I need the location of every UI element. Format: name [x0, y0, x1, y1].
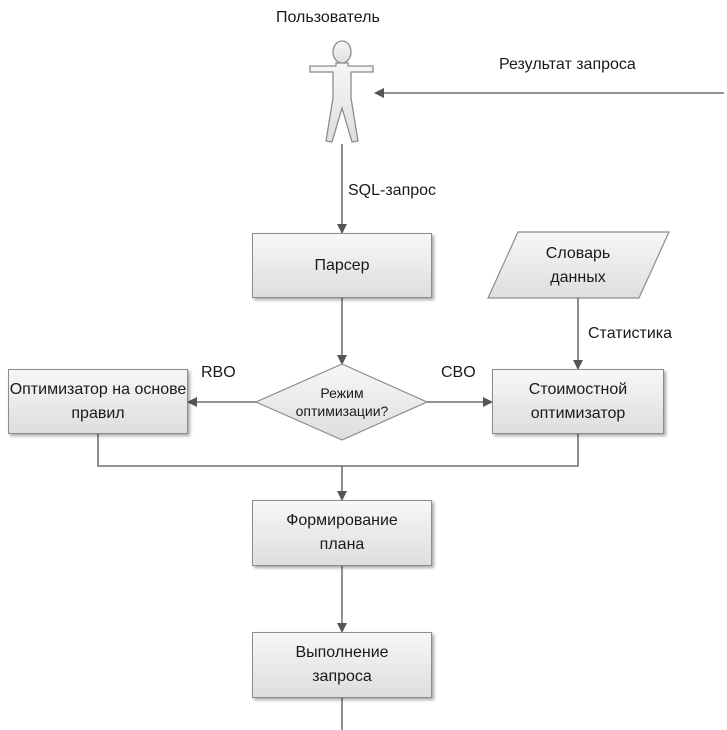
cbo-optimizer-label: Стоимостной оптимизатор: [528, 380, 628, 422]
result-label: Результат запроса: [499, 56, 636, 73]
cbo-label: CBO: [441, 364, 476, 381]
sql-label: SQL-запрос: [348, 182, 437, 199]
mode-decision-diamond: [254, 363, 429, 441]
dictionary-label: Словарь данных: [545, 245, 611, 286]
user-icon: [309, 40, 374, 143]
cbo-optimizer-node: Стоимостной оптимизатор: [492, 369, 664, 434]
parser-label: Парсер: [314, 256, 370, 274]
plan-label: Формирование плана: [286, 512, 398, 553]
merge-line: [97, 434, 579, 467]
dictionary-parallelogram: [487, 231, 670, 299]
stats-label: Статистика: [588, 325, 673, 342]
plan-node: Формирование плана: [252, 500, 432, 566]
exec-label: Выполнение запроса: [295, 644, 389, 685]
rbo-optimizer-label: Оптимизатор на основе правил: [9, 380, 187, 422]
rbo-optimizer-node: Оптимизатор на основе правил: [8, 369, 188, 434]
rbo-label: RBO: [201, 364, 236, 381]
parser-node: Парсер: [252, 233, 432, 298]
user-label: Пользователь: [276, 9, 380, 26]
mode-decision-label: Режим оптимизации?: [295, 385, 389, 419]
exec-node: Выполнение запроса: [252, 632, 432, 698]
